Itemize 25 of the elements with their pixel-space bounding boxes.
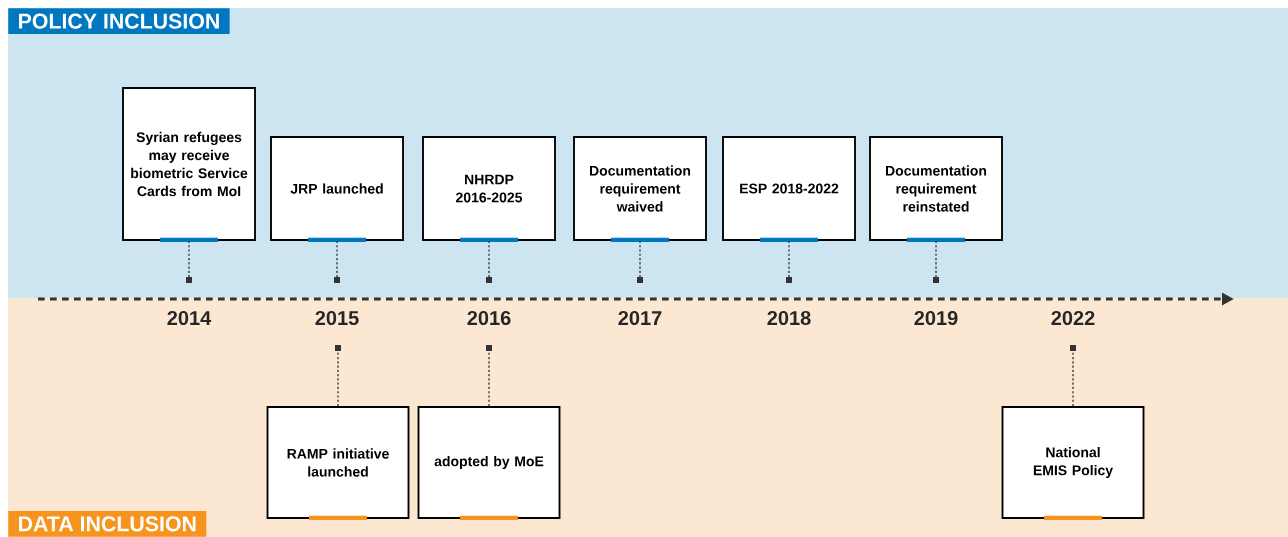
- leader-line: [486, 345, 492, 407]
- year-label: 2018: [767, 310, 811, 326]
- year-label: 2015: [315, 310, 359, 326]
- event-box: RAMP initiative launched: [266, 406, 410, 521]
- event-box: Documentation requirement reinstated: [869, 136, 1003, 243]
- leader-line: [335, 345, 341, 407]
- event-box: Documentation requirement waived: [573, 136, 707, 243]
- event-box: NHRDP 2016-2025: [422, 136, 556, 243]
- year-label: 2017: [618, 310, 662, 326]
- leader-line: [933, 240, 939, 283]
- year-label: 2022: [1051, 310, 1095, 326]
- leader-line: [637, 240, 643, 283]
- event-box: JRP launched: [270, 136, 404, 243]
- event-box: ESP 2018-2022: [722, 136, 856, 243]
- leader-line: [786, 240, 792, 283]
- leader-line: [334, 240, 340, 283]
- year-label: 2019: [914, 310, 958, 326]
- leader-line: [486, 240, 492, 283]
- event-box: National EMIS Policy: [1001, 406, 1145, 521]
- event-box: Syrian refugees may receive biometric Service Cards from MoI: [122, 87, 256, 243]
- year-label: 2014: [167, 310, 212, 326]
- leader-line: [186, 240, 192, 283]
- year-label: 2016: [467, 310, 511, 326]
- event-box: adopted by MoE: [417, 406, 561, 521]
- leader-line: [1070, 345, 1076, 407]
